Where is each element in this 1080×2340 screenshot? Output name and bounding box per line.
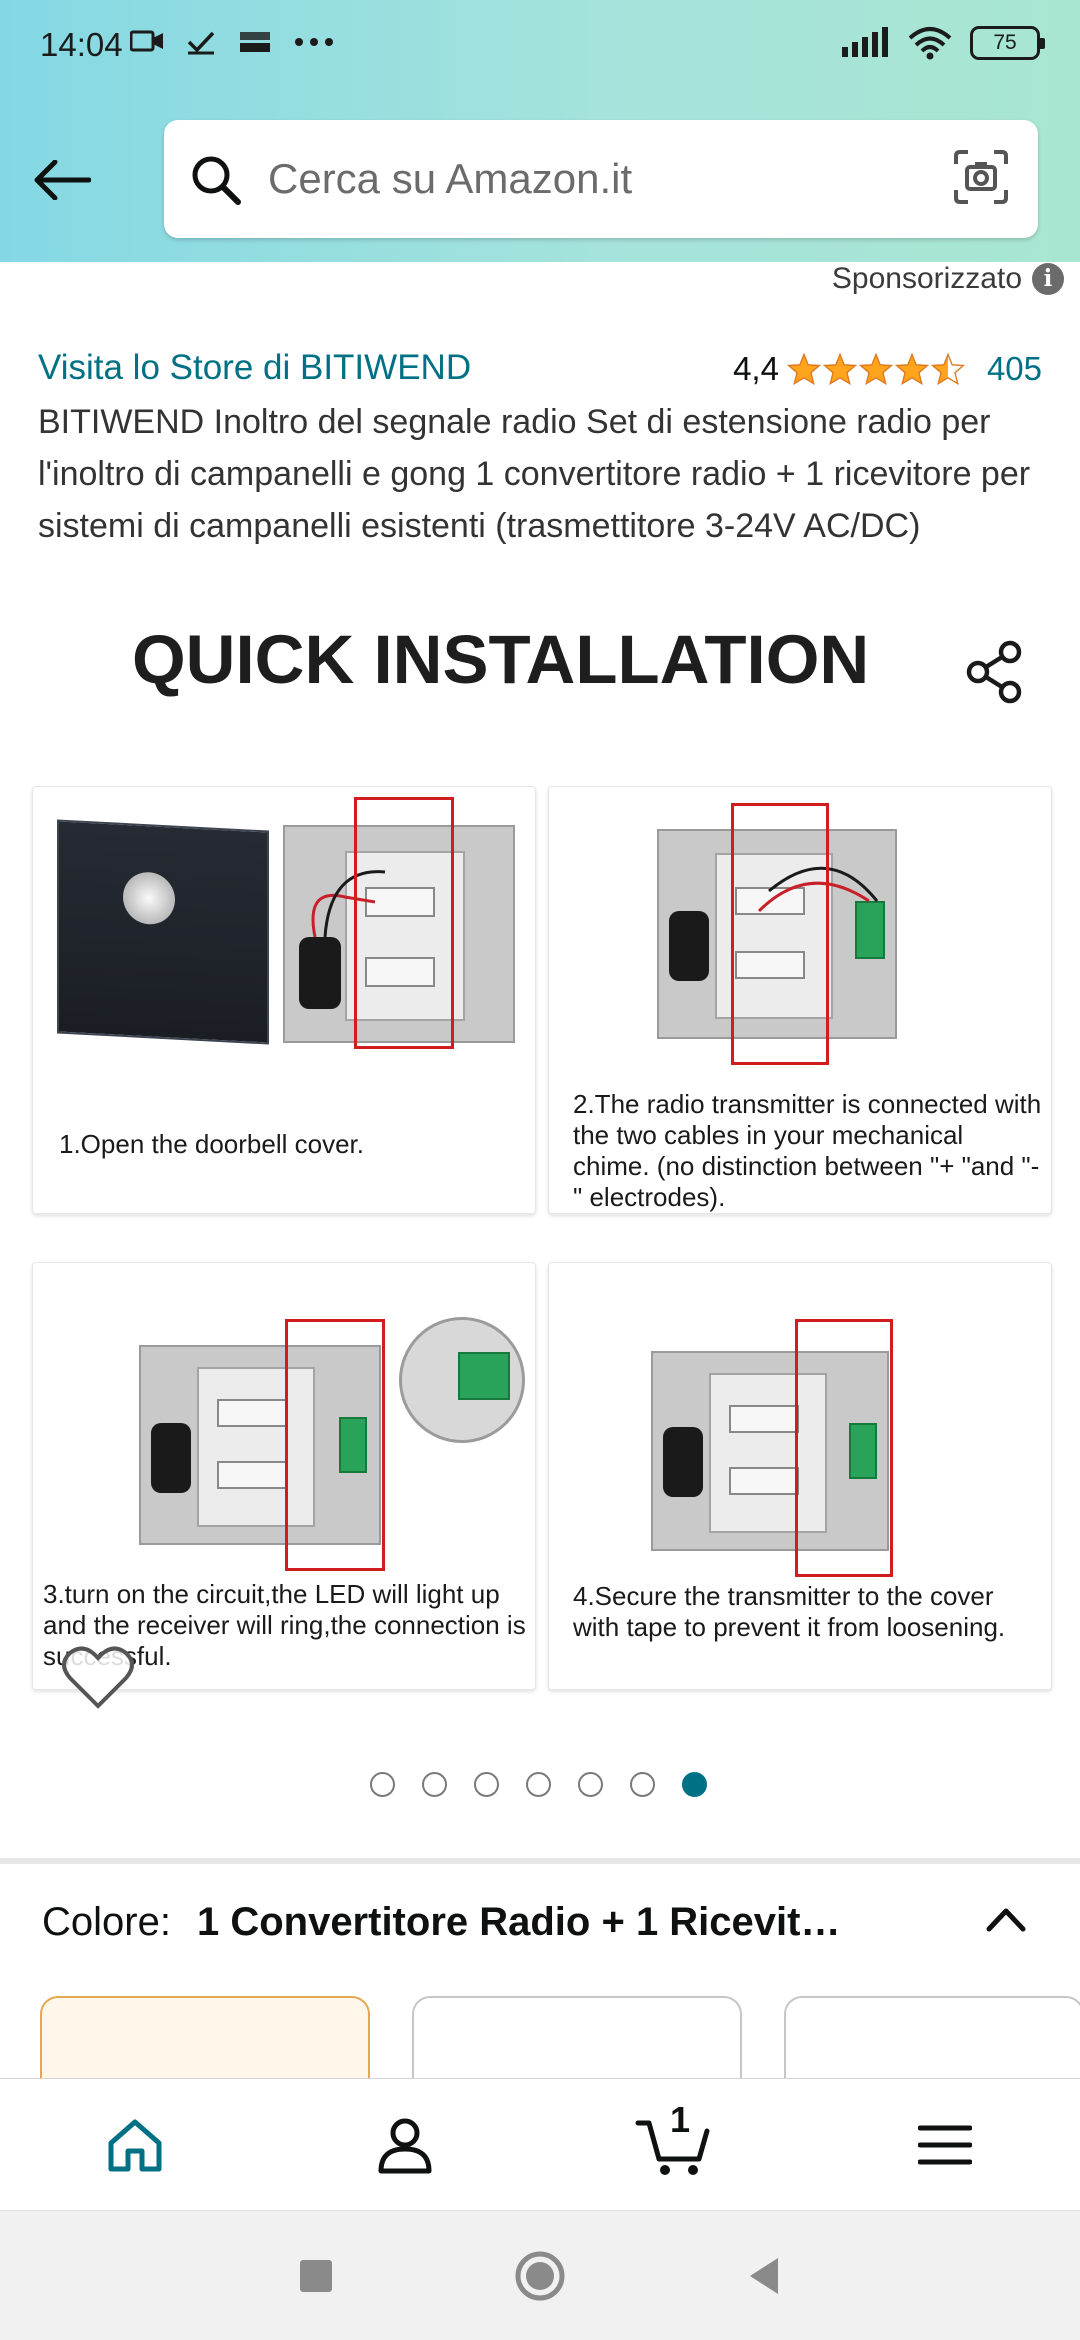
half-star-icon [930, 353, 965, 385]
cart-count: 1 [670, 2099, 691, 2140]
led-zoom-image [399, 1317, 525, 1443]
info-icon[interactable]: i [1032, 263, 1064, 295]
recents-icon[interactable] [298, 2258, 334, 2294]
image-heading: QUICK INSTALLATION [132, 621, 870, 698]
chime-box-image [657, 829, 897, 1039]
back-button[interactable] [30, 148, 94, 212]
star-rating [786, 353, 965, 385]
chime-box-image [139, 1345, 381, 1545]
back-arrow-icon [34, 160, 91, 200]
star-icon [822, 353, 857, 385]
step-panel-3: 3.turn on the circuit,the LED will light… [32, 1262, 536, 1690]
pagination-dot-active[interactable] [682, 1772, 707, 1797]
search-icon [192, 156, 241, 205]
step-caption-2: 2.The radio transmitter is connected wit… [573, 1089, 1042, 1212]
transmitter-module-image [339, 1417, 367, 1473]
step-panel-2: 2.The radio transmitter is connected wit… [548, 786, 1052, 1214]
nav-account[interactable] [270, 2079, 540, 2210]
sponsored-text: Sponsorizzato [831, 262, 1022, 295]
pagination-dot[interactable] [370, 1772, 395, 1797]
more-notifications-icon [295, 38, 333, 46]
pagination-dot[interactable] [630, 1772, 655, 1797]
battery-level: 75 [993, 31, 1017, 54]
variant-swatch[interactable] [784, 1996, 1080, 2096]
user-icon [378, 2118, 432, 2173]
camera-scan-icon[interactable] [952, 148, 1010, 206]
step-caption-1: 1.Open the doorbell cover. [59, 1129, 364, 1159]
star-icon [786, 353, 821, 385]
cover-button-image [123, 870, 175, 926]
rating-summary[interactable]: 4,4 405 [733, 350, 1042, 388]
variant-selector[interactable]: Colore: 1 Convertitore Radio + 1 Ricevit… [42, 1900, 840, 1945]
pagination-dot[interactable] [422, 1772, 447, 1797]
menu-icon [918, 2125, 972, 2164]
highlight-box [354, 797, 454, 1049]
rating-count[interactable]: 405 [986, 350, 1042, 387]
nav-menu[interactable] [810, 2079, 1080, 2210]
highlight-box [285, 1319, 385, 1571]
chime-box-image [651, 1351, 889, 1551]
temu-app-icon [240, 32, 270, 52]
rating-value: 4,4 [733, 350, 779, 387]
wifi-icon [908, 27, 952, 60]
doorbell-cover-image [57, 819, 269, 1045]
cart-icon [635, 2120, 710, 2175]
step-panel-4: 4.Secure the transmitter to the cover wi… [548, 1262, 1052, 1690]
highlight-box [795, 1319, 893, 1577]
notification-app-icon [130, 30, 163, 52]
status-time: 14:04 [40, 26, 123, 63]
search-input[interactable] [268, 144, 888, 214]
app-header: 14:04 [0, 0, 1080, 262]
star-icon [858, 353, 893, 385]
chevron-up-icon[interactable] [985, 1905, 1027, 1933]
nav-cart[interactable]: 1 [540, 2079, 810, 2210]
step-panel-1: 1.Open the doorbell cover. [32, 786, 536, 1214]
share-icon[interactable] [964, 640, 1026, 704]
variant-swatch[interactable] [412, 1996, 742, 2096]
pagination-dot[interactable] [578, 1772, 603, 1797]
star-icon [894, 353, 929, 385]
transmitter-module-image [849, 1423, 877, 1479]
nav-home[interactable] [0, 2079, 270, 2210]
product-title: BITIWEND Inoltro del segnale radio Set d… [38, 403, 1031, 545]
search-bar[interactable] [164, 120, 1038, 238]
variant-label: Colore: [42, 1900, 171, 1944]
check-icon [187, 31, 215, 55]
transmitter-module-image [855, 901, 885, 959]
notification-icons [130, 28, 334, 56]
product-image-gallery[interactable]: QUICK INSTALLATION 1.Open the doorbell c… [0, 620, 1080, 1810]
heart-icon[interactable] [60, 1644, 136, 1712]
home-icon [108, 2119, 162, 2171]
battery-indicator: 75 [970, 26, 1045, 60]
home-circle-icon[interactable] [514, 2250, 566, 2302]
sponsored-label[interactable]: Sponsorizzato i [832, 262, 1064, 296]
bottom-navigation: 1 [0, 2078, 1080, 2210]
pagination-dot[interactable] [474, 1772, 499, 1797]
step-caption-4: 4.Secure the transmitter to the cover wi… [573, 1581, 1006, 1642]
variant-value: 1 Convertitore Radio + 1 Ricevit… [196, 1900, 841, 1944]
image-pagination-dots[interactable] [370, 1772, 707, 1797]
pagination-dot[interactable] [526, 1772, 551, 1797]
section-divider [0, 1858, 1080, 1864]
highlight-box [731, 803, 829, 1065]
system-status-icons: 75 [840, 26, 1045, 60]
status-bar: 14:04 [0, 0, 1080, 92]
system-navigation-bar [0, 2210, 1080, 2340]
chime-box-image [283, 825, 515, 1043]
system-back-icon[interactable] [746, 2256, 782, 2296]
signal-icon [842, 27, 888, 57]
store-link[interactable]: Visita lo Store di BITIWEND [38, 348, 472, 387]
